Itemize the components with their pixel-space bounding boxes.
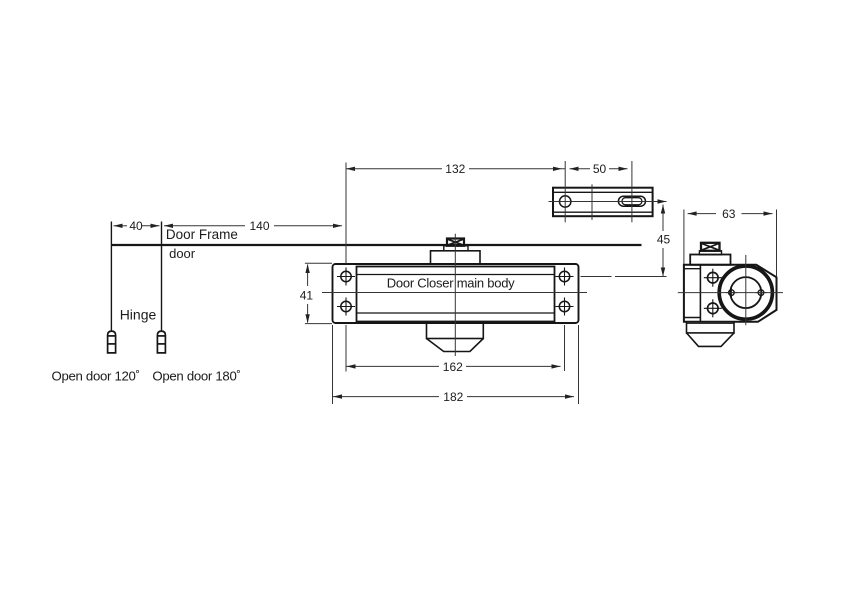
screw-hole [555,297,574,316]
door-frame-hinge-schematic: Door Frame door Hinge Open door 120˚ Ope… [52,221,642,384]
valve-cover-side [685,320,735,348]
dimension-50: 50 [569,162,628,176]
hinge-label: Hinge [120,307,157,323]
dimension-45: 45 [580,204,671,277]
dim-182-text: 182 [443,390,463,404]
arm-bracket-top-view [548,161,667,223]
bracket-centerline-arrow [657,199,667,204]
hinge-symbol-180 [156,330,167,354]
dimension-40: 40 [113,219,160,233]
dimension-182: 182 [332,325,579,404]
dim-50-text: 50 [593,162,607,176]
valve-screw [703,268,722,287]
dim-140-text: 140 [249,219,269,233]
screw-hole [337,297,355,316]
dim-132-text: 132 [445,162,465,176]
dimension-63: 63 [683,207,777,277]
pinion-shaft-side [689,241,732,266]
dimension-132: 132 [345,162,565,264]
dim-40-text: 40 [129,219,143,233]
dimensions: 40 140 132 50 [113,162,777,404]
dim-45-text: 45 [657,233,671,247]
open-door-180-label: Open door 180˚ [152,369,240,384]
side-body-outline [682,263,778,323]
front-view-main-body: Door Closer main body [322,233,587,356]
dimension-41: 41 [300,262,332,325]
main-body-label: Door Closer main body [387,275,515,290]
door-frame-label: Door Frame [166,227,238,242]
dim-41-text: 41 [300,288,314,302]
dim-162-text: 162 [443,360,463,374]
hinge-symbol-120 [106,330,117,354]
screw-hole [337,267,355,286]
door-label: door [169,246,196,261]
dimension-140: 140 [164,219,342,233]
screw-hole [555,267,574,286]
dimension-162: 162 [345,325,565,374]
arm-connector-side [699,241,721,252]
dim-63-text: 63 [722,207,736,221]
side-view [677,241,783,348]
open-door-120-label: Open door 120˚ [52,369,140,384]
valve-screw [703,299,722,318]
